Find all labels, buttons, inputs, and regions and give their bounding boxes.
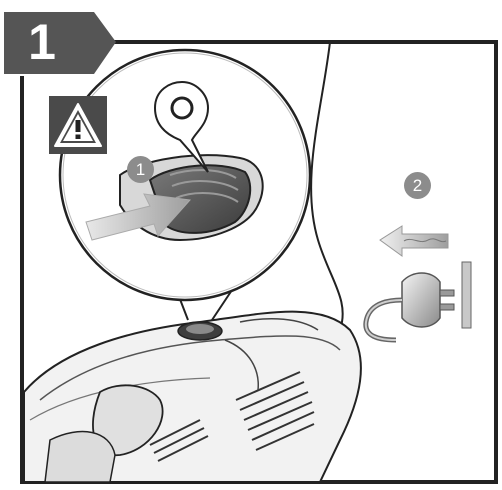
callout-badge-1: 1 (127, 156, 154, 183)
warning-triangle-icon (49, 96, 107, 154)
power-plug-icon (366, 273, 454, 340)
left-arrow-icon (380, 226, 448, 256)
sander-body (24, 312, 361, 482)
wall-socket-icon (462, 262, 471, 328)
warning-sign (49, 96, 107, 154)
step-number: 1 (12, 12, 72, 72)
callout-badge-2: 2 (404, 172, 431, 199)
